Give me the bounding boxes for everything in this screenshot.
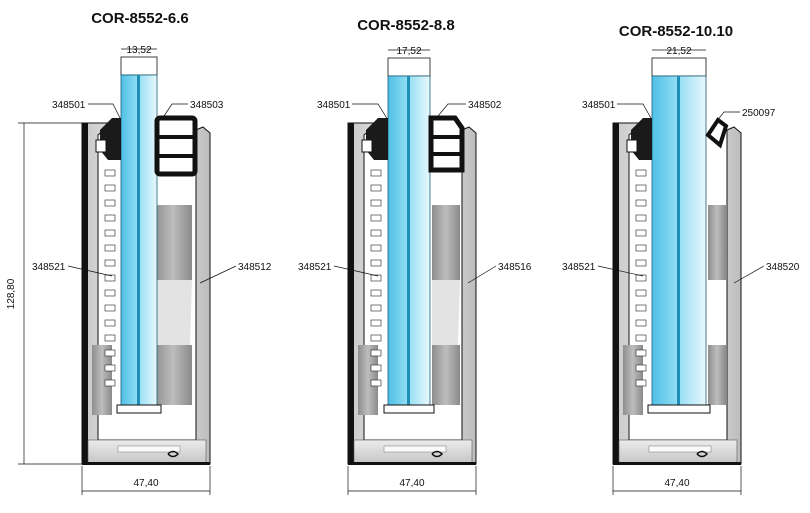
profile-title: COR-8552-10.10 (619, 23, 733, 40)
label-mid-right: 348516 (498, 262, 532, 273)
height-dimension: 128,80 (6, 122, 82, 465)
label-mid-left: 348521 (562, 262, 596, 273)
profile-title: COR-8552-6.6 (91, 10, 189, 27)
base-width-dimension: 47,40 (81, 466, 211, 495)
profile-1: COR-8552-6.6 13,52 128,80 (6, 10, 272, 495)
label-top-right: 250097 (742, 108, 776, 119)
glass-width-dimension: 13,52 (120, 45, 158, 76)
label-top-left: 348501 (52, 100, 86, 111)
glass-width-dimension: 17,52 (387, 46, 431, 77)
label-top-left: 348501 (317, 100, 351, 111)
base-width-dimension: 47,40 (347, 466, 477, 495)
profile-3: COR-8552-10.10 21,52 (562, 23, 800, 495)
profile-title: COR-8552-8.8 (357, 17, 455, 34)
height-label: 128,80 (6, 278, 17, 309)
label-top-right: 348503 (190, 100, 224, 111)
base-width-dimension: 47,40 (612, 466, 742, 495)
label-mid-left: 348521 (32, 262, 66, 273)
right-gasket (705, 117, 729, 149)
label-mid-left: 348521 (298, 262, 332, 273)
label-top-left: 348501 (582, 100, 616, 111)
base-width-label: 47,40 (133, 478, 158, 489)
glass-width-label: 17,52 (396, 46, 421, 57)
base-width-label: 47,40 (399, 478, 424, 489)
label-mid-right: 348520 (766, 262, 800, 273)
profile-2: COR-8552-8.8 17,52 (298, 17, 532, 495)
glass-width-dimension: 21,52 (651, 46, 707, 77)
glass-width-label: 13,52 (126, 45, 151, 56)
label-mid-right: 348512 (238, 262, 272, 273)
right-gasket (428, 115, 465, 173)
base-width-label: 47,40 (664, 478, 689, 489)
label-top-right: 348502 (468, 100, 502, 111)
glass-width-label: 21,52 (666, 46, 691, 57)
right-gasket (154, 115, 198, 177)
